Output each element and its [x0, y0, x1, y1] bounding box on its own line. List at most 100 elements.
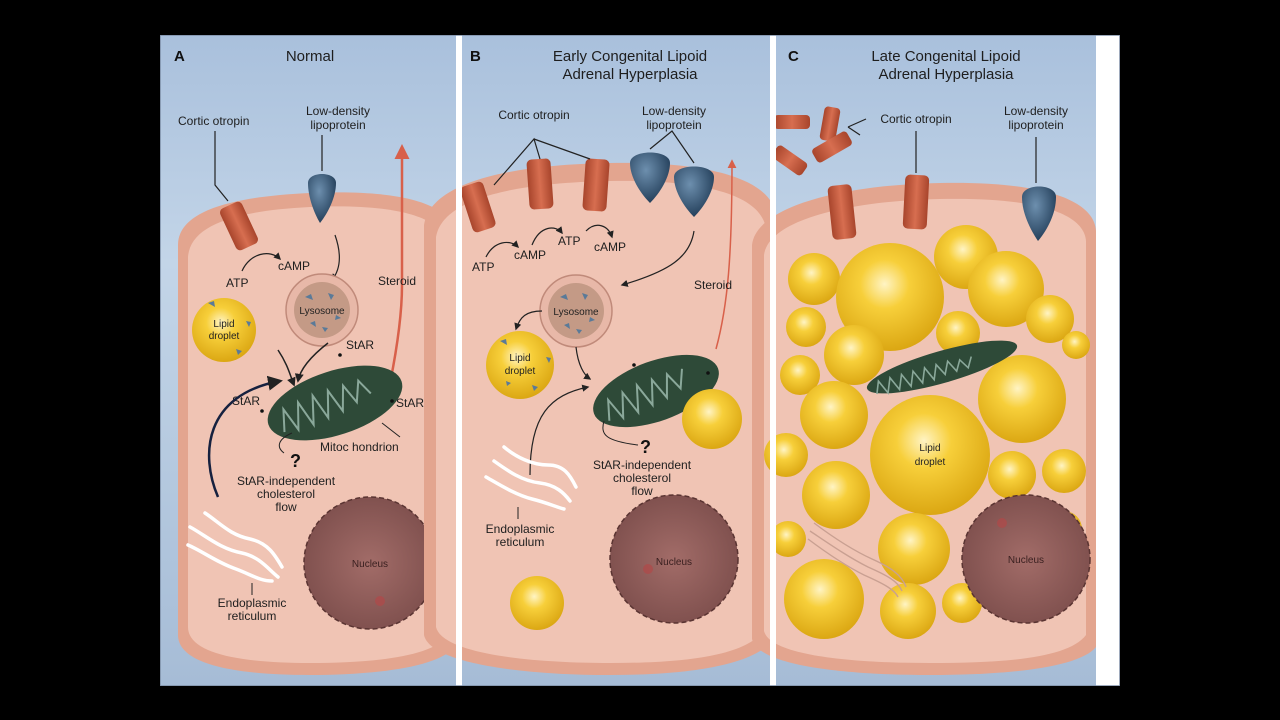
panel-b-lysosome: [539, 274, 613, 348]
panel-b-lysosome-arrow: [514, 310, 543, 331]
panel-b-ldl-leader: [649, 130, 695, 164]
panel-b-ldl-particles: [630, 152, 714, 217]
panel-c-corticotropin-receptors: [827, 174, 930, 240]
panel-c-mitochondrion: [866, 340, 1018, 395]
panel-b-title-1: Early Congenital Lipoid: [553, 48, 707, 65]
panel-b-endoplasmic-reticulum: [484, 445, 578, 511]
panel-b-atp-arrow-2: [531, 226, 563, 246]
panel-b-lipid-label-1: Lipid: [509, 353, 530, 364]
panel-b-title-2: Adrenal Hyperplasia: [562, 66, 698, 83]
panel-b: B Early Congenital Lipoid Adrenal Hyperp…: [424, 35, 776, 686]
panel-a-er-arrow: [207, 375, 283, 498]
panel-b-nucleus-label: Nucleus: [656, 557, 692, 568]
panel-b-atp-arrow-1: [485, 240, 520, 258]
panel-a-ldl-particle: [308, 174, 336, 223]
panel-b-er-arrow: [529, 384, 590, 476]
panel-b-atp-label-1: ATP: [472, 260, 494, 274]
panel-c-ldl-label-2: lipoprotein: [1008, 118, 1063, 132]
panel-b-camp-label-1: cAMP: [514, 248, 546, 262]
panel-a-star-label-top: StAR: [346, 338, 374, 352]
panel-c-lipid-droplets: [764, 225, 1090, 639]
panel-a-star-dot: [390, 399, 394, 403]
panel-c-lipid-label-1: Lipid: [919, 443, 940, 454]
panel-a-steroid-label: Steroid: [378, 274, 416, 288]
panel-a-lipid-label-2: droplet: [209, 331, 240, 342]
panel-divider-ab: [456, 35, 462, 686]
panel-a-independent-label-2: cholesterol: [257, 487, 315, 501]
panel-a-independent-label-1: StAR-independent: [237, 474, 336, 488]
figure: A Normal Cortic otropin Low-density lipo…: [160, 35, 1120, 686]
panel-b-letter: B: [470, 48, 481, 65]
panel-b-steroid-label: Steroid: [694, 278, 732, 292]
panel-a-letter: A: [174, 48, 185, 65]
panel-a-question: ?: [290, 451, 301, 471]
figure-right-margin: [1096, 35, 1120, 686]
panel-b-lipid-small-2: [510, 576, 564, 630]
panel-a-mitochondrion-label: Mitoc hondrion: [320, 440, 399, 454]
panel-a-lipid-label-1: Lipid: [213, 319, 234, 330]
panel-a-lipid-droplet: [192, 298, 256, 362]
panel-b-question-leader: [602, 420, 639, 446]
panel-c-nucleus-label: Nucleus: [1008, 555, 1044, 566]
panel-a-question-leader: [278, 432, 293, 454]
panel-a-atp-label: ATP: [226, 276, 248, 290]
panel-a-star-dot: [260, 409, 264, 413]
panel-a-corticotropin-receptor: [220, 201, 258, 251]
panel-b-atp-arrow-3: [585, 224, 614, 239]
panel-b-atp-label-2: ATP: [558, 234, 580, 248]
panel-a-independent-label-3: flow: [275, 500, 297, 514]
panel-a-star-label-left: StAR: [232, 394, 260, 408]
panel-b-independent-label-3: flow: [631, 484, 653, 498]
panel-b-steroid-arrow: [715, 159, 737, 350]
panel-b-lipid-label-2: droplet: [505, 366, 536, 377]
panel-a-atp-arrow: [241, 252, 282, 272]
panel-b-corticotropin-leader: [493, 137, 591, 186]
panel-a-lysosome: [285, 273, 359, 347]
panel-a-er-label-1: Endoplasmic: [218, 596, 287, 610]
panel-c-title-2: Adrenal Hyperplasia: [878, 66, 1014, 83]
panel-a-corticotropin-label: Cortic otropin: [178, 114, 249, 128]
panel-b-independent-label-2: cholesterol: [613, 471, 671, 485]
panel-a-endoplasmic-reticulum: [186, 511, 284, 583]
panel-c-corticotropin-label: Cortic otropin: [880, 112, 951, 126]
panel-b-lysosome-label: Lysosome: [553, 307, 599, 318]
panel-a-star-label-right: StAR: [396, 396, 424, 410]
panel-a-er-label-2: reticulum: [228, 609, 277, 623]
panel-c-title-1: Late Congenital Lipoid: [871, 48, 1020, 65]
panel-b-ldl-arrow: [620, 230, 695, 287]
panel-c-endoplasmic-reticulum: [807, 522, 907, 598]
panel-b-question: ?: [640, 437, 651, 457]
panel-b-lipid-small-1: [682, 389, 742, 449]
panel-b-nucleus: [609, 494, 739, 624]
panel-b-er-label-1: Endoplasmic: [486, 522, 555, 536]
panel-c-letter: C: [788, 48, 799, 65]
panel-a-droplet-arrow: [277, 349, 296, 387]
panel-c-corticotropin-leader: [847, 118, 867, 136]
panel-c-lipid-label-2: droplet: [915, 457, 946, 468]
panel-b-lysosome-mito-arrow: [575, 346, 592, 380]
panel-c-nucleus: [961, 494, 1091, 624]
panel-b-corticotropin-label: Cortic otropin: [498, 108, 569, 122]
panel-a-mito-leader: [381, 422, 401, 438]
panel-a-nucleus-label: Nucleus: [352, 559, 388, 570]
panel-b-dot: [706, 371, 710, 375]
panel-a-mitochondrion: [267, 365, 403, 441]
panel-b-lipid-droplet: [486, 331, 554, 399]
panel-a-ldl-label-2: lipoprotein: [310, 118, 365, 132]
panel-a-lysosome-label: Lysosome: [299, 306, 345, 317]
panel-b-corticotropin-receptors: [460, 158, 610, 233]
panel-b-ldl-label-2: lipoprotein: [646, 118, 701, 132]
panel-a-camp-label: cAMP: [278, 259, 310, 273]
panel-a: A Normal Cortic otropin Low-density lipo…: [160, 35, 456, 686]
panel-c: C Late Congenital Lipoid Adrenal Hyperpl…: [752, 35, 1096, 686]
panel-a-ldl-label-1: Low-density: [306, 104, 370, 118]
panel-b-independent-label-1: StAR-independent: [593, 458, 692, 472]
panel-divider-bc: [770, 35, 776, 686]
panel-c-ldl-label-1: Low-density: [1004, 104, 1068, 118]
panel-b-dot: [632, 363, 636, 367]
panel-b-er-label-2: reticulum: [496, 535, 545, 549]
panel-b-ldl-label-1: Low-density: [642, 104, 706, 118]
panel-a-star-dot: [338, 353, 342, 357]
panel-a-title: Normal: [286, 48, 334, 65]
panel-b-camp-label-2: cAMP: [594, 240, 626, 254]
